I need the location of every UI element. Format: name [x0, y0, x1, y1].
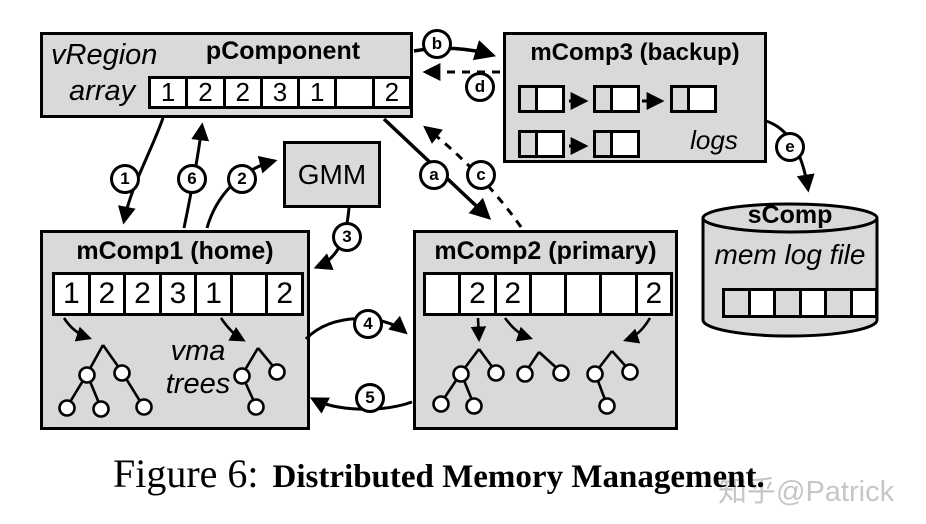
- array-cell: 2: [123, 272, 162, 316]
- array-cell: 2: [87, 272, 127, 316]
- edge-label-e: e: [775, 132, 805, 162]
- log-cell: [849, 288, 878, 318]
- log-cell: [798, 288, 827, 318]
- array-cell: 1: [52, 272, 91, 316]
- array-cell: [334, 76, 375, 109]
- array-cell: [564, 272, 603, 316]
- array-cell: 2: [222, 76, 263, 109]
- mcomp2-array: 2 2 2: [423, 272, 673, 316]
- array-cell: 2: [458, 272, 497, 316]
- mcomp2-box: mComp2 (primary) 2 2 2: [413, 230, 678, 430]
- caption-prefix: Figure 6:: [113, 451, 259, 496]
- array-cell: 2: [265, 272, 305, 316]
- pcomponent-title: pComponent: [205, 37, 361, 65]
- array-cell: 3: [259, 76, 301, 109]
- caption-title: Distributed Memory Management.: [272, 459, 765, 495]
- gmm-box: GMM: [283, 141, 381, 208]
- watermark: 知乎@Patrick: [718, 476, 895, 508]
- array-cell: [229, 272, 269, 316]
- scomp-cells: [722, 288, 878, 318]
- array-cell: 2: [185, 76, 226, 109]
- edge-label-a: a: [419, 160, 449, 190]
- edge-label-d: d: [465, 72, 495, 102]
- figure-caption: Figure 6: Distributed Memory Management.: [113, 450, 765, 497]
- mem-log-file-label: mem log file: [714, 239, 866, 270]
- array-cell: 1: [297, 76, 338, 109]
- log-node: [670, 85, 720, 113]
- log-cell: [722, 288, 751, 318]
- array-cell: 1: [194, 272, 233, 316]
- array-label: array: [69, 75, 136, 107]
- log-node: [518, 85, 568, 113]
- gmm-title: GMM: [297, 158, 367, 190]
- mcomp1-box: mComp1 (home) 1 2 2 3 1 2 vma trees: [40, 230, 310, 430]
- mcomp2-title: mComp2 (primary): [434, 237, 657, 265]
- array-cell: [528, 272, 568, 316]
- log-cell: [773, 288, 802, 318]
- pcomponent-array: 1 2 2 3 1 2: [148, 76, 412, 109]
- pcomponent-box: pComponent vRegion array 1 2 2 3 1 2: [40, 32, 413, 118]
- edge-label-5: 5: [355, 383, 385, 413]
- log-node: [593, 130, 643, 158]
- scomp-title: sComp: [747, 201, 833, 229]
- array-cell: 2: [493, 272, 532, 316]
- vregion-label: vRegion: [51, 39, 158, 71]
- array-cell: 1: [148, 76, 189, 109]
- edge-label-c: c: [466, 160, 496, 190]
- edge-label-4: 4: [353, 309, 383, 339]
- log-node: [593, 85, 643, 113]
- array-cell: 2: [371, 76, 412, 109]
- mcomp3-title: mComp3 (backup): [530, 39, 740, 66]
- mcomp1-title: mComp1 (home): [76, 237, 274, 265]
- log-node: [518, 130, 568, 158]
- mcomp3-box: mComp3 (backup) logs: [503, 32, 767, 163]
- log-cell: [747, 288, 776, 318]
- edge-label-3: 3: [332, 222, 362, 252]
- logs-label: logs: [690, 125, 738, 155]
- vma-trees-label: vma trees: [165, 335, 231, 400]
- edge-label-b: b: [422, 29, 452, 59]
- mcomp1-array: 1 2 2 3 1 2: [52, 272, 305, 316]
- array-cell: 3: [158, 272, 198, 316]
- edge-label-6: 6: [177, 164, 207, 194]
- array-cell: 2: [634, 272, 673, 316]
- array-cell: [423, 272, 462, 316]
- edge-label-1: 1: [110, 164, 140, 194]
- log-cell: [824, 288, 853, 318]
- array-cell: [599, 272, 638, 316]
- edge-label-2: 2: [227, 164, 257, 194]
